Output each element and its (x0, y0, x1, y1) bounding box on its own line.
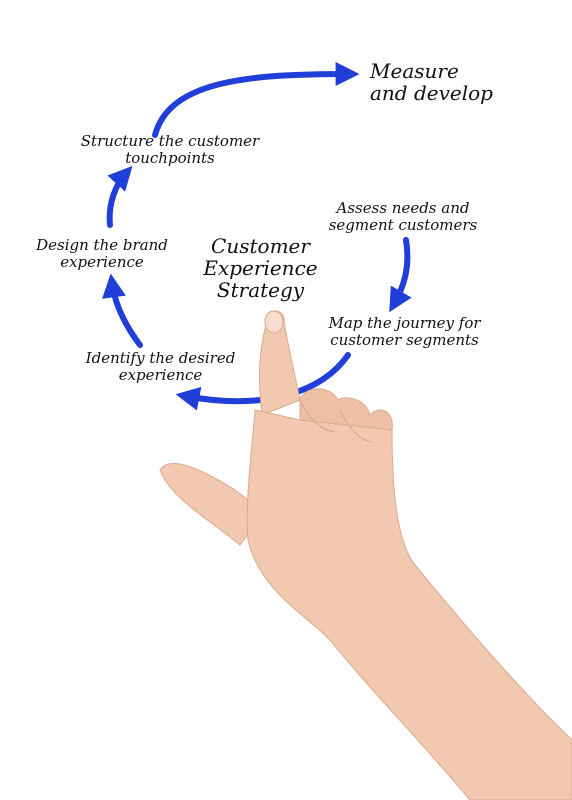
step-text-line: and develop (370, 81, 493, 105)
step-identify-desired-experience: Identify the desired experience (68, 350, 253, 383)
step-text-line: Identify the desired (85, 349, 236, 367)
step-text-line: Measure (370, 59, 459, 83)
center-title-line: Customer (211, 234, 310, 258)
step-text-line: Map the journey for (328, 314, 481, 332)
step-text-line: experience (118, 365, 203, 384)
step-map-journey: Map the journey for customer segments (312, 315, 497, 348)
arrow-design-to-structure (106, 165, 133, 228)
step-structure-touchpoints: Structure the customer touchpoints (70, 133, 270, 166)
center-title-line: Experience (203, 256, 318, 280)
center-title: Customer Experience Strategy (188, 235, 333, 301)
step-text-line: Structure the customer (80, 132, 260, 150)
step-assess-needs: Assess needs and segment customers (318, 200, 488, 233)
pointing-hand (159, 310, 572, 800)
arrow-assess-to-map (389, 237, 412, 313)
step-text-line: Assess needs and (336, 199, 470, 217)
step-design-brand-experience: Design the brand experience (22, 237, 182, 270)
arrow-structure-to-measure (152, 62, 360, 138)
center-title-line: Strategy (216, 278, 305, 302)
step-text-line: touchpoints (125, 148, 215, 167)
step-text-line: experience (60, 252, 144, 271)
step-text-line: segment customers (328, 215, 478, 234)
step-text-line: customer segments (330, 330, 479, 349)
step-measure-and-develop: Measure and develop (370, 60, 493, 104)
step-text-line: Design the brand (36, 236, 168, 254)
arrow-identify-to-design (102, 273, 143, 348)
